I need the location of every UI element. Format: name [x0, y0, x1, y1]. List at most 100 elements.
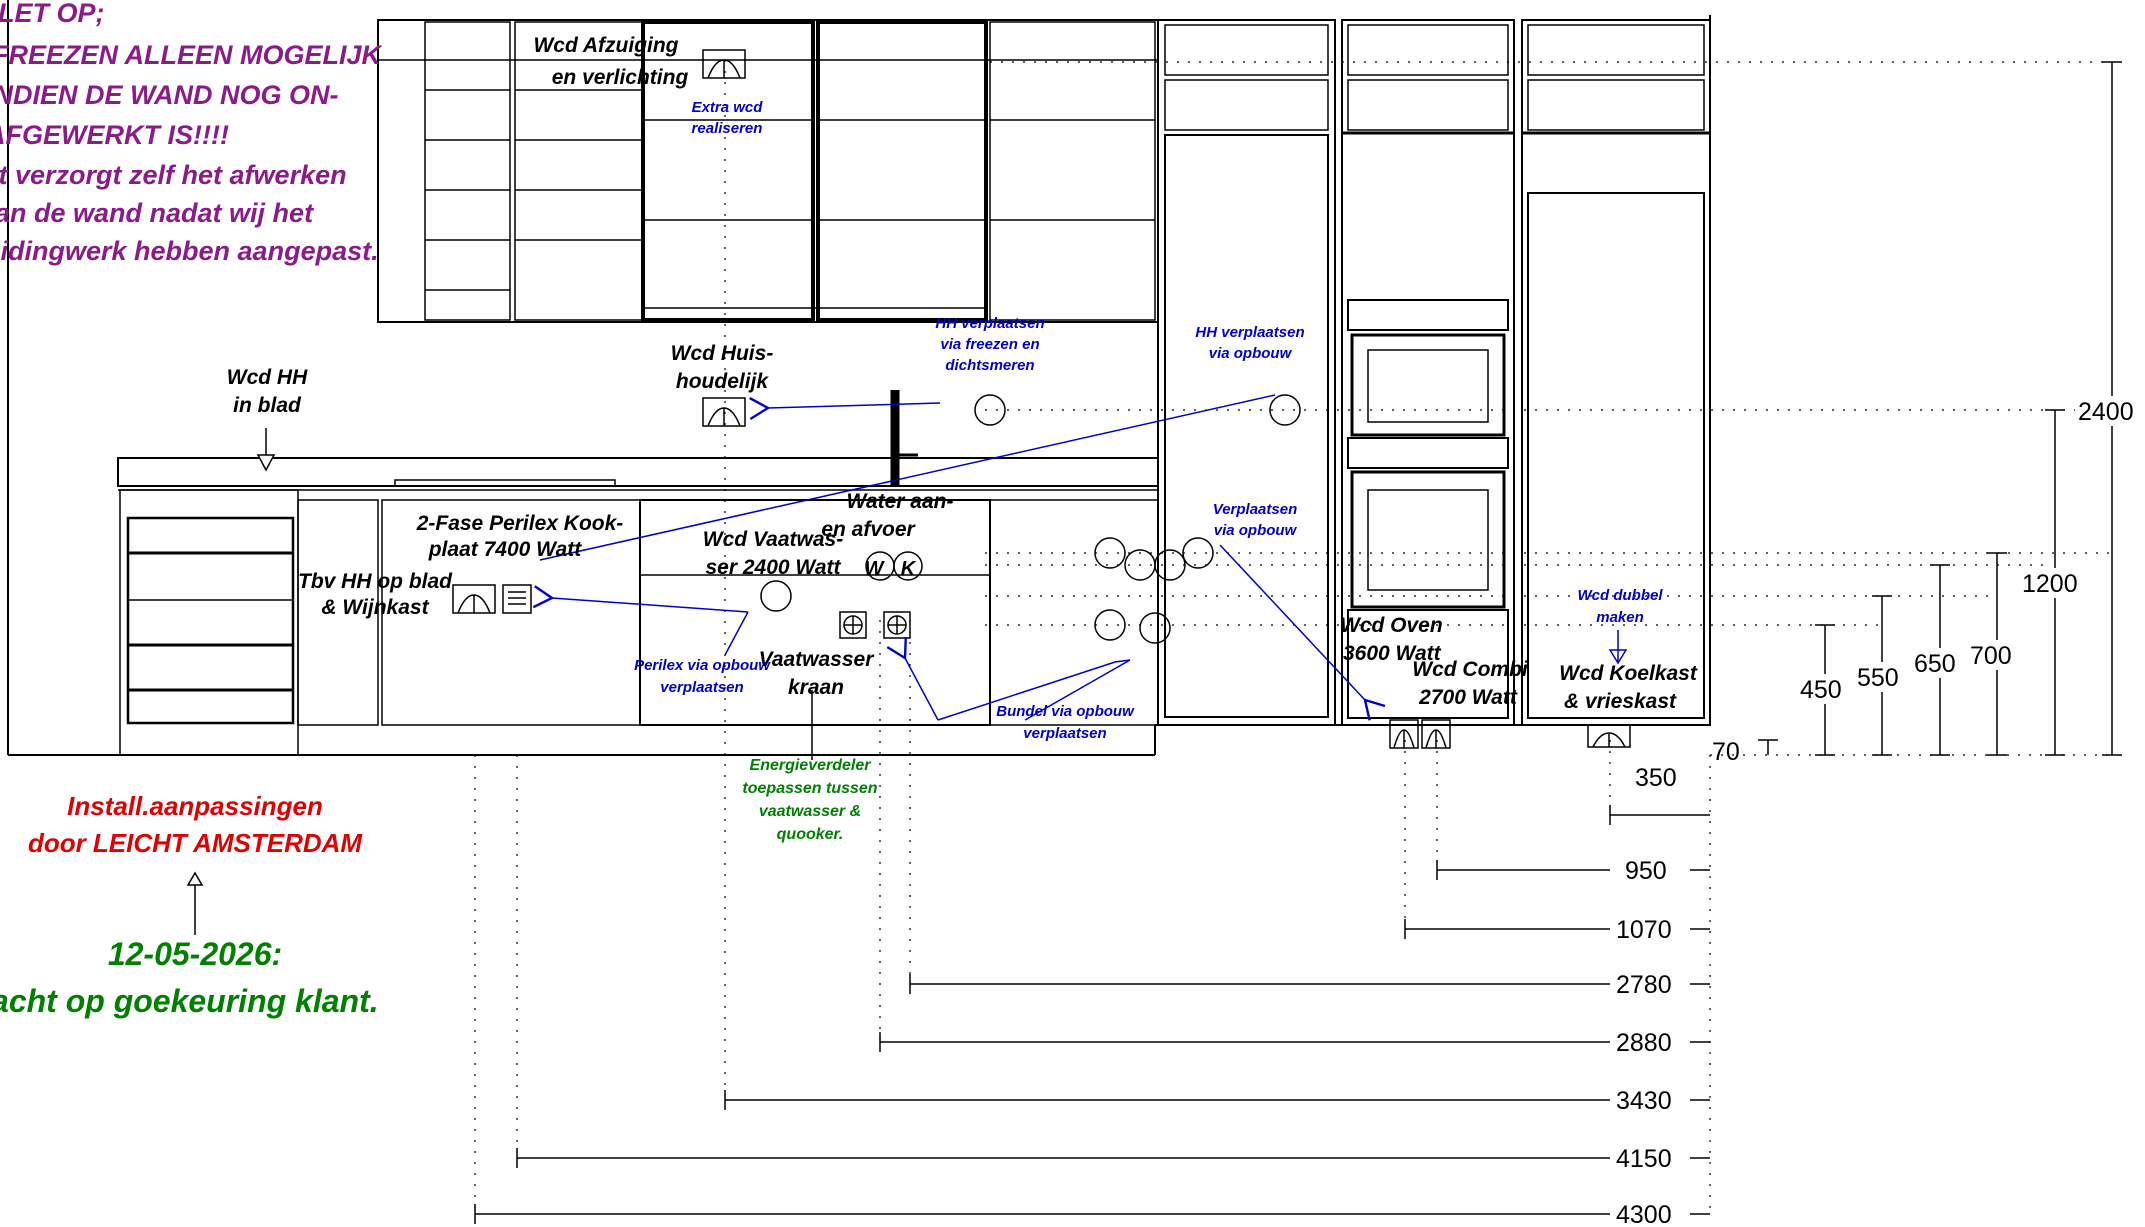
wcd-afzuiging-label: Wcd Afzuiging — [533, 34, 678, 57]
blue-labels: Extra wcd realiseren HH verplaatsen via … — [634, 99, 1663, 742]
svg-text:FREEZEN ALLEEN MOGELIJK: FREEZEN ALLEEN MOGELIJK — [0, 40, 384, 70]
junction-circle-icon — [893, 551, 923, 581]
dim-mask — [1912, 648, 1960, 678]
height-550: 550 — [1857, 664, 1899, 692]
svg-text:2700 Watt: 2700 Watt — [1418, 686, 1518, 709]
perilex-kookplaat-label: 2-Fase Perilex Kook- — [416, 512, 624, 535]
height-1200: 1200 — [2022, 570, 2078, 598]
energieverdeler-note: Energieverdeler toepassen tussen vaatwas… — [742, 757, 877, 843]
install-note: Install.aanpassingen door LEICHT AMSTERD… — [28, 791, 363, 858]
wcd-huishoudelijk-label: Wcd Huis- — [671, 342, 774, 365]
svg-text:Klant verzorgt zelf het afwerk: Klant verzorgt zelf het afwerken — [0, 160, 347, 190]
socket-symbol-icon — [1587, 724, 1631, 748]
svg-text:12-05-2026:: 12-05-2026: — [108, 936, 282, 972]
svg-text:verplaatsen: verplaatsen — [660, 679, 743, 696]
svg-text:realiseren: realiseren — [692, 120, 763, 137]
tbv-hh-label: Tbv HH op blad — [298, 570, 453, 593]
hh-verplaatsen-freezen-label: HH verplaatsen — [935, 315, 1044, 332]
svg-text:houdelijk: houdelijk — [676, 370, 769, 393]
svg-text:via opbouw: via opbouw — [1214, 522, 1298, 539]
junction-circle-icon — [1139, 612, 1171, 644]
status-note: 12-05-2026: Wacht op goekeuring klant. — [0, 936, 379, 1019]
socket-w-letter: W — [865, 558, 886, 580]
socket-symbol-icon — [1389, 719, 1419, 749]
svg-text:INDIEN DE WAND NOG ON-: INDIEN DE WAND NOG ON- — [0, 80, 339, 110]
dim-mask — [2020, 568, 2082, 598]
cabinet-structure — [7, 0, 1711, 756]
svg-text:maken: maken — [1596, 609, 1644, 626]
bundel-opbouw-label: Bundel via opbouw — [996, 703, 1135, 720]
junction-circle-icon — [1154, 549, 1186, 581]
svg-text:AFGEWERKT IS!!!!: AFGEWERKT IS!!!! — [0, 120, 229, 150]
svg-text:vaatwasser &: vaatwasser & — [759, 803, 861, 820]
junction-circle-icon — [1094, 537, 1126, 569]
socket-symbol-icon — [452, 584, 496, 614]
junction-circle-icon — [974, 394, 1006, 426]
water-aanvoer-label: Water aan- — [847, 490, 954, 513]
perilex-symbol-icon — [502, 584, 532, 614]
distance-2880: 2880 — [1616, 1029, 1672, 1057]
height-2400: 2400 — [2078, 398, 2134, 426]
svg-text:3600 Watt: 3600 Watt — [1343, 642, 1442, 665]
svg-text:en afvoer: en afvoer — [821, 518, 916, 541]
junction-circle-icon — [1269, 394, 1301, 426]
socket-symbols — [452, 49, 1631, 749]
svg-text:& vrieskast: & vrieskast — [1564, 690, 1677, 713]
verplaatsen-opbouw-label: Verplaatsen — [1213, 501, 1298, 518]
height-70: 70 — [1712, 738, 1740, 766]
arrows — [186, 394, 1628, 935]
svg-text:leidingwerk hebben aangepast.: leidingwerk hebben aangepast. — [0, 236, 379, 266]
distance-1070: 1070 — [1616, 916, 1672, 944]
svg-text:toepassen tussen: toepassen tussen — [742, 780, 877, 797]
wcd-dubbel-label: Wcd dubbel — [1578, 587, 1664, 604]
dim-mask — [1968, 640, 2016, 670]
dim-mask — [1855, 662, 1903, 692]
svg-text:door LEICHT AMSTERDAM: door LEICHT AMSTERDAM — [28, 828, 363, 858]
dotted-guides — [474, 60, 2110, 1215]
height-700: 700 — [1970, 642, 2012, 670]
distance-350: 350 — [1635, 764, 1677, 792]
socket-symbol-icon — [702, 49, 746, 79]
svg-text:Energieverdeler: Energieverdeler — [750, 757, 872, 774]
extra-wcd-label: Extra wcd — [692, 99, 764, 116]
socket-k-letter: K — [901, 558, 917, 580]
wcd-oven-label: Wcd Oven — [1340, 614, 1443, 637]
svg-text:LET OP;: LET OP; — [0, 0, 105, 28]
dim-mask — [1798, 674, 1846, 704]
junction-circle-icon — [1182, 537, 1214, 569]
height-450: 450 — [1800, 676, 1842, 704]
warning-note: LET OP; FREEZEN ALLEEN MOGELIJK INDIEN D… — [0, 0, 384, 266]
junction-circle-icon — [760, 580, 792, 612]
svg-text:van de wand nadat wij het: van de wand nadat wij het — [0, 198, 314, 228]
wcd-vaatwasser-label: Wcd Vaatwas- — [703, 528, 843, 551]
wcd-hh-label: Wcd HH — [227, 366, 308, 389]
svg-text:in blad: in blad — [233, 394, 302, 417]
svg-text:via opbouw: via opbouw — [1209, 345, 1293, 362]
distance-950: 950 — [1625, 857, 1667, 885]
distance-4300: 4300 — [1616, 1201, 1672, 1227]
svg-text:via freezen en: via freezen en — [940, 336, 1039, 353]
svg-text:kraan: kraan — [788, 676, 844, 699]
dim-mask — [2075, 396, 2137, 426]
distance-2780: 2780 — [1616, 971, 1672, 999]
junction-circle-icon — [883, 611, 911, 639]
svg-text:plaat 7400 Watt: plaat 7400 Watt — [428, 538, 583, 561]
svg-text:quooker.: quooker. — [777, 826, 844, 843]
distance-3430: 3430 — [1616, 1087, 1672, 1115]
svg-text:Install.aanpassingen: Install.aanpassingen — [67, 791, 323, 821]
svg-text:ser 2400 Watt: ser 2400 Watt — [705, 556, 841, 579]
distance-4150: 4150 — [1616, 1145, 1672, 1173]
wcd-koelkast-label: Wcd Koelkast — [1559, 662, 1698, 685]
svg-text:verplaatsen: verplaatsen — [1023, 725, 1106, 742]
hh-verplaatsen-opbouw-label: HH verplaatsen — [1195, 324, 1304, 341]
height-650: 650 — [1914, 650, 1956, 678]
socket-symbol-icon — [1421, 719, 1451, 749]
svg-text:en verlichting: en verlichting — [552, 66, 689, 89]
svg-text:dichtsmeren: dichtsmeren — [945, 357, 1034, 374]
junction-circle-icon — [839, 611, 867, 639]
distance-dimensions — [474, 805, 1710, 1224]
svg-text:Wacht op goekeuring klant.: Wacht op goekeuring klant. — [0, 983, 379, 1019]
junction-circle-icon — [1094, 609, 1126, 641]
vaatwasser-kraan-label: Vaatwasser — [759, 648, 876, 671]
